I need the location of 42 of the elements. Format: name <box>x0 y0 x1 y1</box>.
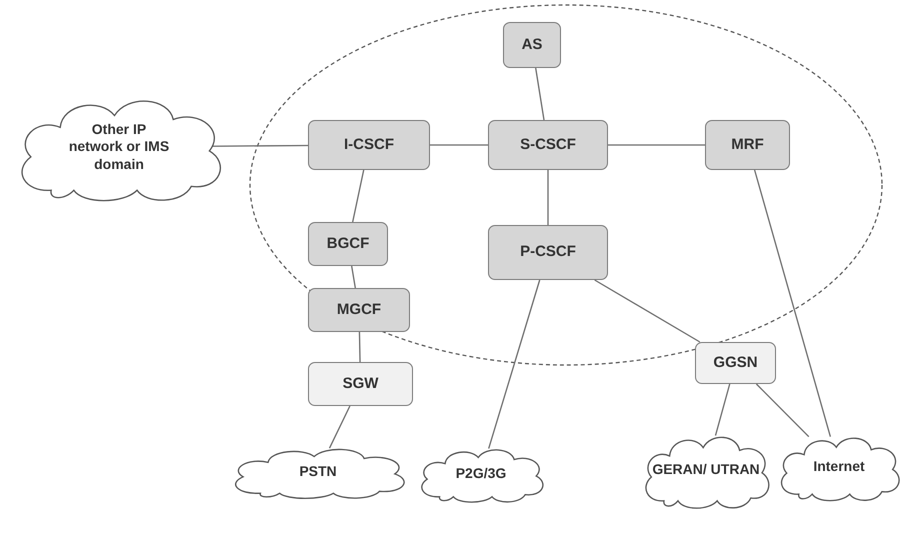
network-cloud <box>235 448 405 499</box>
node-label: MRF <box>730 136 765 154</box>
connector-line <box>351 266 356 288</box>
node-label: AS <box>520 36 544 54</box>
node-label: PSTN <box>298 463 338 481</box>
function-box <box>503 22 561 68</box>
connector-line <box>430 144 488 146</box>
network-cloud <box>780 438 900 502</box>
network-cloud <box>645 436 770 509</box>
function-box <box>488 120 608 170</box>
node-label: Other IP network or IMS domain <box>68 120 170 174</box>
node-label: SGW <box>342 374 380 394</box>
connector-line <box>547 170 549 225</box>
node-label: MGCF <box>336 300 382 320</box>
function-box <box>488 225 608 280</box>
connector-line <box>535 68 545 120</box>
network-cloud <box>21 100 221 202</box>
function-box <box>705 120 790 170</box>
connector-line <box>756 384 810 438</box>
function-box <box>308 120 430 170</box>
connector-line <box>594 279 700 343</box>
node-label: P2G/3G <box>454 465 508 483</box>
function-box <box>308 362 413 406</box>
connector-line <box>358 332 361 362</box>
function-box <box>695 342 776 384</box>
function-box <box>308 288 410 332</box>
node-label: S-CSCF <box>519 136 577 154</box>
node-label: GERAN/ UTRAN <box>651 461 761 479</box>
connector-line <box>608 144 705 146</box>
connector-line <box>714 384 730 436</box>
node-label: GGSN <box>712 354 759 372</box>
network-cloud <box>421 449 544 503</box>
node-label: Internet <box>812 458 866 476</box>
connector-line <box>754 170 831 437</box>
connector-line <box>212 144 308 147</box>
node-label: I-CSCF <box>343 136 395 154</box>
connector-line <box>488 280 540 449</box>
node-label: BGCF <box>326 234 370 254</box>
node-label: P-CSCF <box>519 243 577 262</box>
function-box <box>308 222 388 266</box>
connector-line <box>352 170 364 222</box>
connector-line <box>328 406 350 448</box>
